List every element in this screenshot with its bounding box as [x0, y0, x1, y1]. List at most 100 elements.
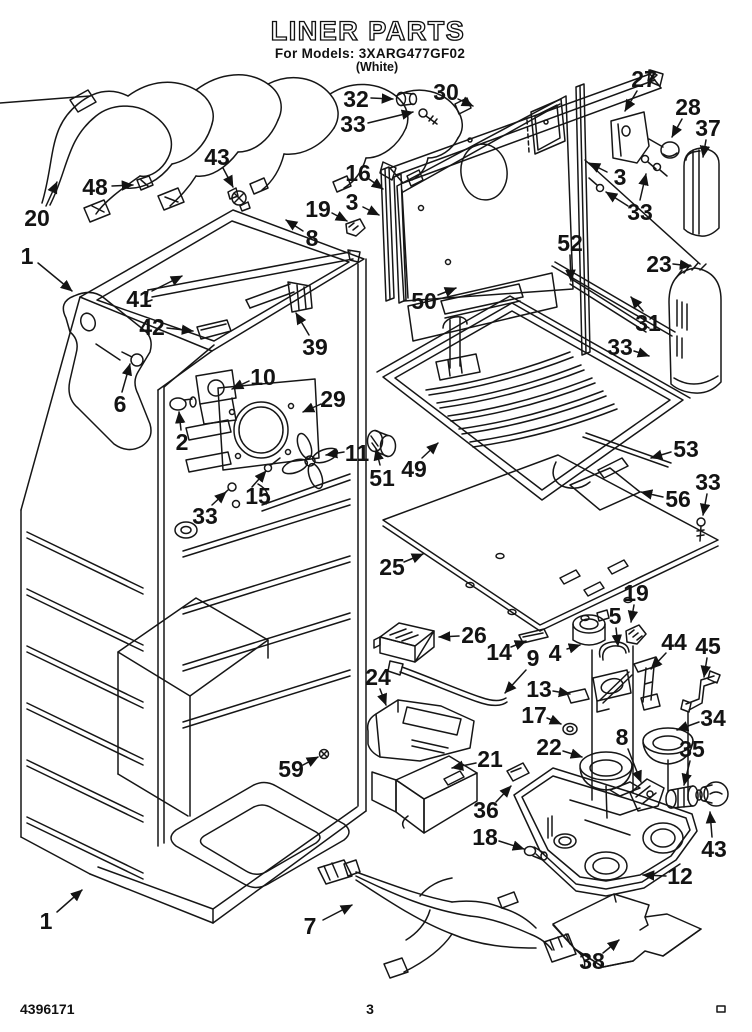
callout-33: 33 [192, 503, 218, 529]
leader-arrow-33 [633, 347, 650, 358]
callout-51: 51 [369, 465, 395, 491]
leader-arrow-4 [566, 643, 581, 654]
back-air-panel-assembly [396, 95, 574, 302]
leader-arrow-34 [676, 721, 700, 732]
wire-harness-7 [317, 859, 586, 979]
leader-arrow-38 [602, 939, 620, 954]
leader-arrow-18 [498, 840, 525, 851]
leader-arrow-22 [562, 748, 583, 759]
callout-37: 37 [695, 115, 721, 141]
leader-arrow-10 [231, 379, 250, 390]
callout-44: 44 [661, 629, 687, 655]
wire-harness-20 [0, 74, 472, 223]
leader-arrow-25 [403, 553, 424, 564]
leader-arrow-11 [325, 447, 345, 459]
leader-arrow-8 [285, 219, 304, 232]
leader-arrow-43 [222, 167, 234, 188]
duct-cover-21 [371, 755, 478, 834]
leader-arrow-33 [605, 191, 629, 207]
water-valve-cover-23 [668, 262, 722, 394]
clip-43-top [227, 187, 251, 212]
air-duct-bracket-6 [62, 291, 152, 451]
callout-5: 5 [609, 603, 622, 629]
clip-48 [136, 175, 154, 191]
leader-arrow-45 [700, 657, 711, 678]
callout-1: 1 [21, 243, 34, 269]
callout-21: 21 [477, 746, 503, 772]
cover-sleeve-37 [683, 147, 720, 237]
callout-17: 17 [521, 702, 547, 728]
leader-arrow-24 [377, 688, 387, 706]
leader-arrow-23 [672, 259, 692, 270]
callout-28: 28 [675, 94, 701, 120]
callout-13: 13 [526, 676, 552, 702]
leader-arrow-51 [373, 448, 384, 466]
callout-33: 33 [627, 199, 653, 225]
filter-mesh-56 [569, 467, 641, 511]
doc-number: 4396171 [20, 1001, 75, 1017]
callout-23: 23 [646, 251, 672, 277]
clip-19-lower [625, 624, 647, 645]
leader-arrow-17 [546, 714, 562, 725]
callout-8: 8 [306, 225, 319, 251]
callout-19: 19 [305, 196, 331, 222]
evaporator-fan-assembly [169, 369, 339, 509]
callout-45: 45 [695, 633, 721, 659]
callout-43: 43 [701, 836, 727, 862]
liner-cabinet-1 [20, 209, 367, 924]
strip-14 [518, 628, 549, 644]
leader-arrow-3 [588, 162, 608, 173]
leader-arrow-5 [611, 627, 622, 647]
leader-arrow-39 [295, 312, 310, 336]
trim-rail-41 [145, 249, 361, 303]
lamp-holder-18 [523, 845, 548, 861]
callout-50: 50 [411, 288, 437, 314]
callout-3: 3 [614, 164, 627, 190]
callout-38: 38 [579, 948, 605, 974]
callout-12: 12 [667, 863, 693, 889]
callout-49: 49 [401, 456, 427, 482]
leader-arrow-12 [642, 870, 667, 881]
screw-33-top [418, 108, 438, 125]
leader-arrow-30 [457, 96, 474, 107]
callout-39: 39 [302, 334, 328, 360]
callout-29: 29 [320, 386, 346, 412]
page-title: LINER PARTS [271, 16, 466, 46]
leader-arrow-50 [437, 287, 457, 297]
leader-arrow-33 [699, 493, 711, 516]
leader-arrow-59 [302, 756, 319, 767]
capillary-tube-9 [387, 660, 508, 707]
lamp-socket-35 [665, 785, 703, 809]
clip-5 [598, 641, 630, 661]
callout-14: 14 [486, 639, 512, 665]
leader-arrow-26 [438, 631, 460, 642]
spacer-32 [395, 91, 418, 107]
light-housing-12 [513, 767, 698, 897]
channel-39 [245, 281, 313, 313]
leader-arrow-33 [638, 173, 649, 201]
control-module-26 [373, 622, 435, 663]
callout-34: 34 [700, 705, 726, 731]
fan-blade-11 [281, 432, 339, 490]
leader-arrow-14 [510, 640, 527, 651]
hole-plug-28 [660, 141, 680, 159]
screw-15 [263, 457, 281, 473]
leader-arrow-19 [331, 211, 348, 222]
leader-arrow-13 [552, 686, 571, 698]
callout-31: 31 [635, 310, 661, 336]
callout-30: 30 [433, 79, 459, 105]
thermostat-4 [572, 609, 610, 646]
leader-arrow-43 [705, 811, 717, 838]
leader-arrow-41 [151, 275, 183, 292]
leader-arrow-21 [451, 760, 477, 771]
callout-22: 22 [536, 734, 562, 760]
callout-41: 41 [126, 286, 152, 312]
leader-arrow-32 [370, 93, 394, 104]
clip-19-top [345, 218, 366, 237]
leader-arrow-48 [111, 180, 134, 191]
screws-33-upper-right [588, 154, 668, 193]
fan-motor-10 [195, 369, 237, 425]
leader-arrow-49 [421, 442, 439, 459]
